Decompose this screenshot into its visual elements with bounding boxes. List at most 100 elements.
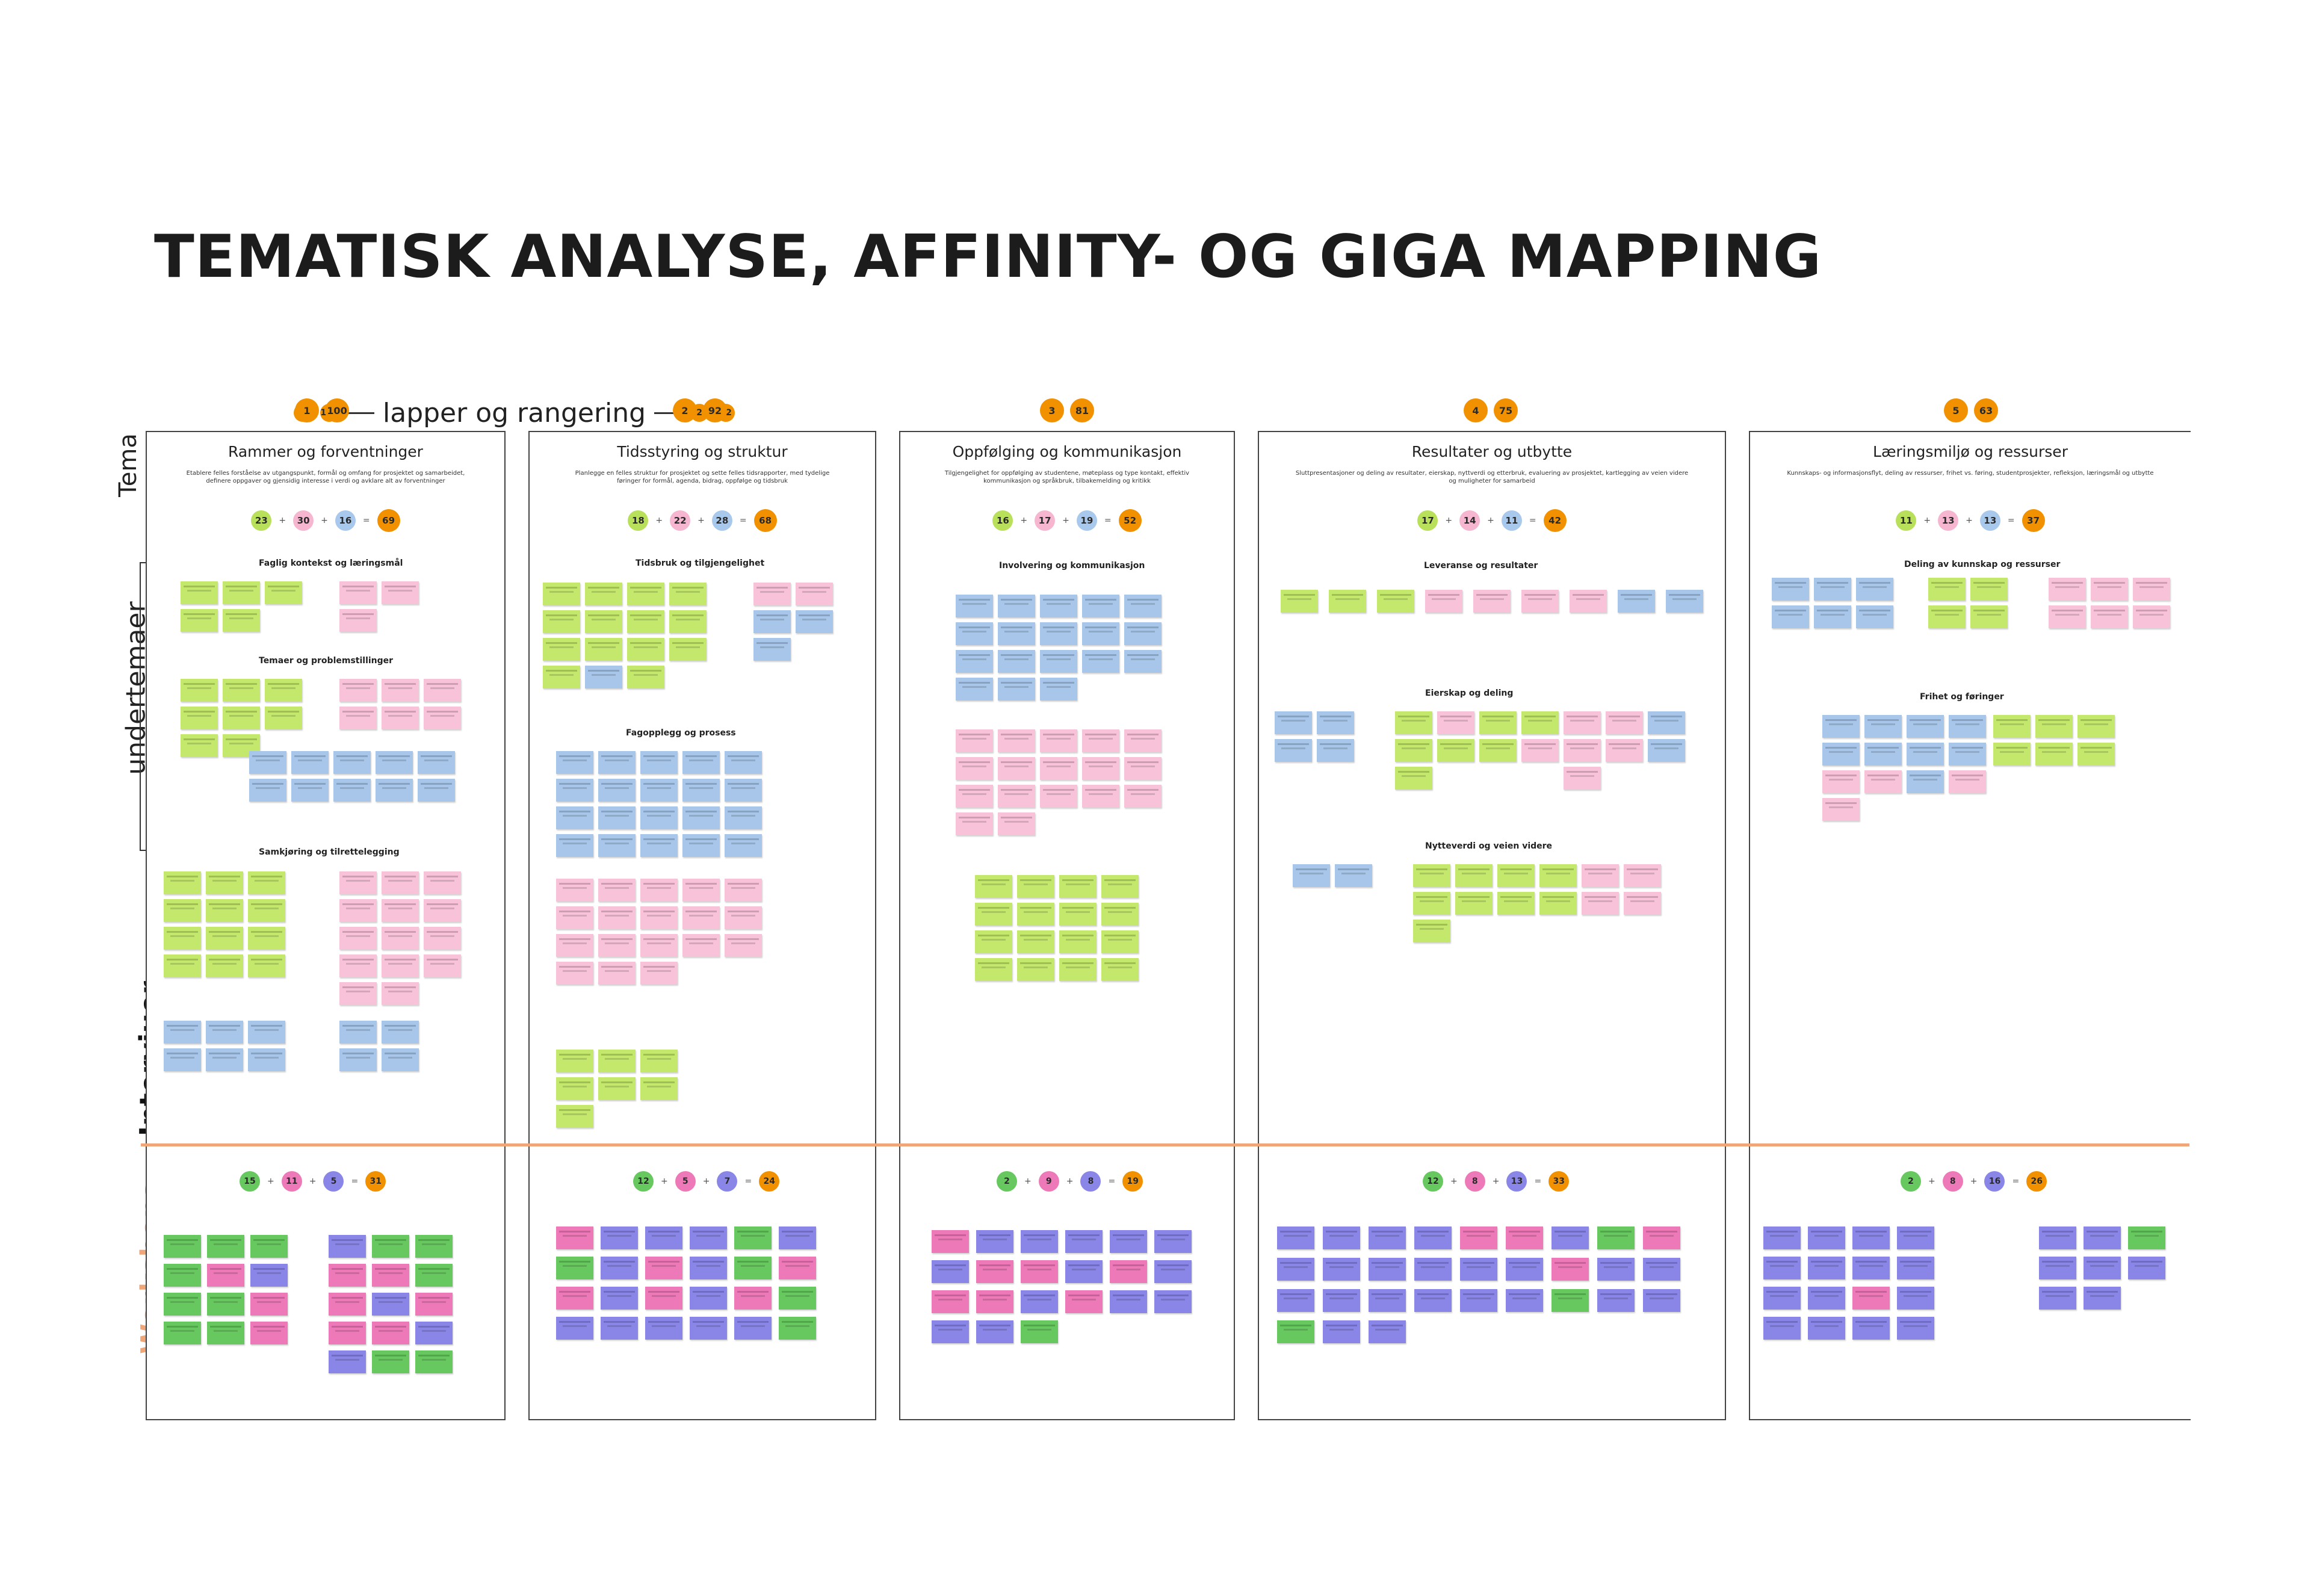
sticky-note: [543, 610, 580, 633]
operator-sign: +: [1970, 1177, 1978, 1186]
sticky-note: [415, 1322, 453, 1344]
sticky-note: [998, 812, 1035, 835]
sticky-note: [382, 927, 419, 950]
sticky-note: [725, 806, 762, 829]
sticky-note: [1413, 892, 1450, 915]
sticky-note: [1648, 711, 1685, 734]
sticky-note: [1413, 920, 1450, 942]
sticky-note: [164, 899, 201, 922]
sticky-note: [382, 581, 419, 604]
sticky-note: [1413, 864, 1450, 887]
sticky-note: [415, 1350, 453, 1373]
sticky-note: [1643, 1289, 1680, 1312]
sticky-note: [1864, 770, 1902, 793]
sticky-note: [645, 1257, 682, 1279]
sticky-note: [1040, 785, 1077, 808]
sticky-note: [1763, 1317, 1801, 1340]
sticky-note: [627, 610, 664, 633]
sticky-note: [1949, 715, 1986, 738]
sticky-note: [1082, 785, 1119, 808]
sticky-note: [734, 1317, 772, 1340]
sticky-note: [956, 812, 993, 835]
sticky-note: [556, 906, 593, 929]
notes-group: [181, 679, 302, 757]
sticky-note: [1059, 958, 1097, 981]
sticky-note: [1624, 892, 1661, 915]
sticky-note: [207, 1264, 244, 1287]
sticky-note: [1101, 958, 1139, 981]
theme-column-3: Oppfølging og kommunikasjon Tilgjengelig…: [899, 431, 1235, 1420]
sticky-note: [956, 650, 993, 673]
section-divider: [141, 1143, 2189, 1146]
sticky-note: [164, 927, 201, 950]
sticky-note: [734, 1287, 772, 1310]
sticky-note: [1414, 1289, 1452, 1312]
sticky-note: [250, 1293, 288, 1316]
sticky-note: [556, 1257, 593, 1279]
sticky-note: [556, 1287, 593, 1310]
sticky-note: [1808, 1317, 1845, 1340]
sticky-note: [669, 610, 707, 633]
sticky-note: [164, 1264, 201, 1287]
sticky-note: [556, 934, 593, 957]
sticky-note: [2077, 743, 2115, 766]
sticky-note: [1369, 1226, 1406, 1249]
sticky-note: [690, 1317, 727, 1340]
sticky-note: [1437, 711, 1474, 734]
sticky-note: [725, 779, 762, 802]
sticky-note: [1277, 1289, 1314, 1312]
sticky-note: [376, 751, 413, 774]
sticky-note: [585, 610, 622, 633]
sticky-note: [382, 679, 419, 702]
sticky-note: [1395, 739, 1432, 762]
notes-group: [1293, 864, 1372, 887]
sticky-note: [223, 609, 260, 632]
sticky-note: [1606, 739, 1643, 762]
sticky-note: [1040, 678, 1077, 701]
sticky-note: [333, 751, 371, 774]
sticky-note: [956, 785, 993, 808]
subtheme-title: Tidsbruk og tilgjengelighet: [636, 558, 765, 568]
sticky-note: [2133, 605, 2170, 628]
sticky-note: [181, 609, 218, 632]
sticky-note: [1124, 622, 1162, 645]
sticky-note: [248, 1021, 285, 1044]
sticky-note: [1323, 1226, 1360, 1249]
sticky-note: [2133, 578, 2170, 601]
sticky-note: [1065, 1230, 1103, 1253]
notes-group: [543, 583, 707, 688]
rank-badge: 4: [1464, 398, 1488, 422]
subtheme-title: Nytteverdi og veien videre: [1425, 841, 1553, 851]
operator-sign: +: [661, 1177, 668, 1186]
sticky-note: [206, 954, 243, 977]
sticky-note: [1897, 1317, 1934, 1340]
sticky-note: [1082, 729, 1119, 752]
sticky-note: [248, 927, 285, 950]
green-count: 17: [1417, 510, 1438, 531]
sticky-note: [598, 806, 636, 829]
sticky-note: [1369, 1320, 1406, 1343]
sticky-note: [181, 581, 218, 604]
sticky-note: [1606, 711, 1643, 734]
sticky-note: [725, 751, 762, 774]
theme-counts: 18+ 22+ 28= 68: [530, 509, 875, 532]
sticky-note: [598, 1050, 636, 1072]
sticky-note: [1551, 1258, 1589, 1281]
sticky-note: [627, 638, 664, 661]
sticky-note: [1329, 590, 1366, 613]
green-count: 11: [1896, 510, 1917, 531]
sticky-note: [1597, 1226, 1635, 1249]
sticky-note: [329, 1322, 366, 1344]
sticky-note: [206, 1021, 243, 1044]
sticky-note: [598, 834, 636, 857]
sticky-note: [1643, 1258, 1680, 1281]
sticky-note: [250, 1264, 288, 1287]
sticky-note: [975, 930, 1012, 953]
sticky-note: [1479, 739, 1517, 762]
notes-group: [339, 871, 461, 1005]
sticky-note: [424, 871, 461, 894]
score-badge: 81: [1070, 398, 1094, 422]
sticky-note: [1772, 605, 1809, 628]
notes-group: [181, 581, 302, 632]
blue-count: 8: [1080, 1171, 1101, 1192]
